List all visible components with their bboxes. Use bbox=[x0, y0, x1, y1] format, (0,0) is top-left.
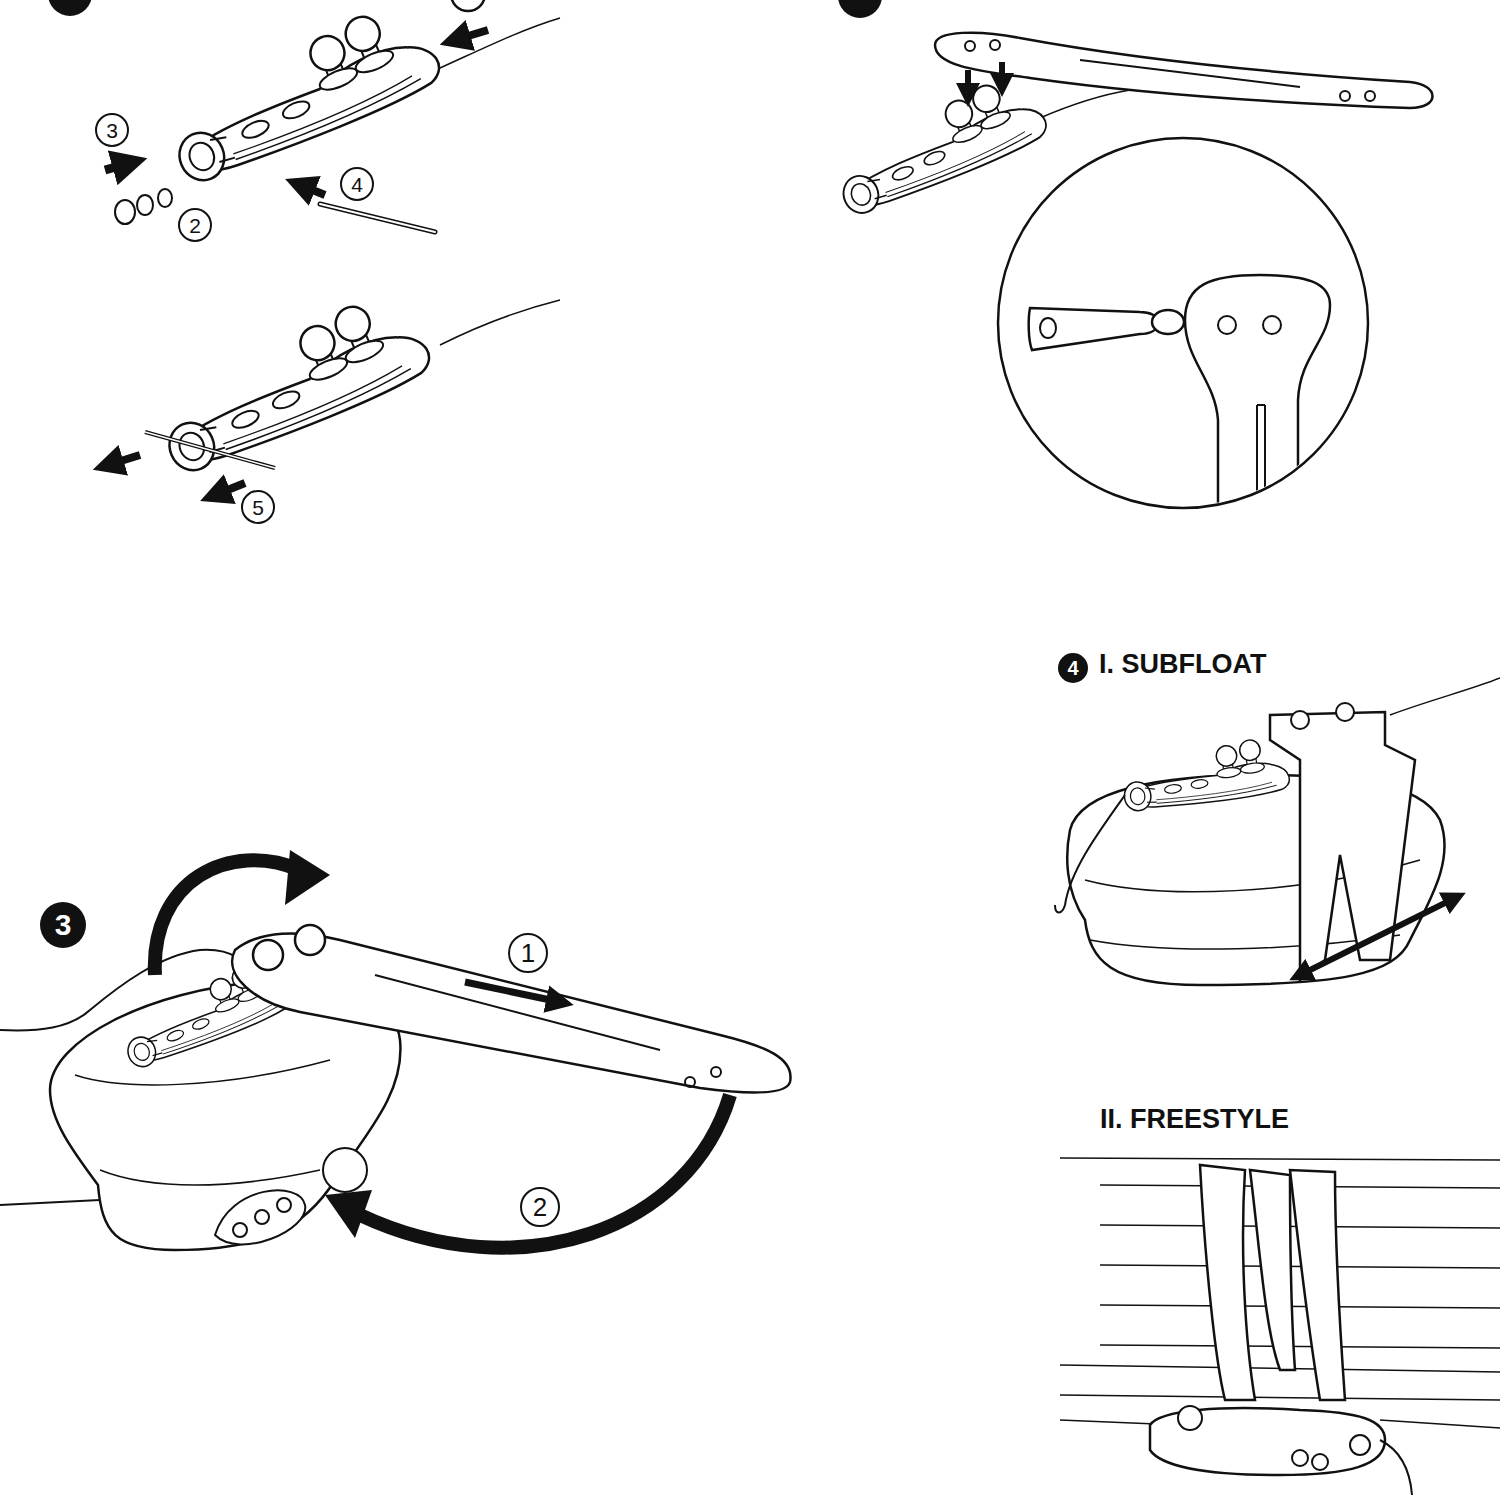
step-badge bbox=[48, 0, 92, 16]
callout-circle bbox=[451, 0, 485, 11]
freestyle-mounted bbox=[1060, 1158, 1500, 1495]
step-badge: 4 bbox=[1058, 653, 1088, 683]
step-badge bbox=[838, 0, 882, 18]
section-heading: II. FREESTYLE bbox=[1098, 1105, 1291, 1135]
callout-number: 3 bbox=[95, 113, 129, 147]
step-number: 3 bbox=[106, 120, 118, 141]
callout-number: 2 bbox=[520, 1187, 560, 1227]
step-number: 2 bbox=[189, 215, 201, 236]
step2-strap-mount bbox=[825, 33, 1433, 520]
step-number: 5 bbox=[252, 497, 264, 518]
callout-number: 5 bbox=[241, 490, 275, 524]
step-number: 1 bbox=[521, 940, 535, 966]
step-badge: 3 bbox=[40, 902, 86, 948]
subfloat-mounted bbox=[1055, 678, 1500, 985]
callout-number: 4 bbox=[340, 167, 374, 201]
step-number: 3 bbox=[55, 910, 72, 940]
step1-result bbox=[108, 285, 560, 495]
section-heading: I. SUBFLOAT bbox=[1097, 650, 1268, 680]
step-number: 4 bbox=[351, 174, 363, 195]
step1-assembly bbox=[105, 0, 560, 232]
step-number: 4 bbox=[1067, 658, 1078, 678]
callout-number: 2 bbox=[178, 208, 212, 242]
step-number: 2 bbox=[533, 1194, 547, 1220]
callout-number: 1 bbox=[508, 933, 548, 973]
step3-fitting bbox=[0, 850, 791, 1250]
